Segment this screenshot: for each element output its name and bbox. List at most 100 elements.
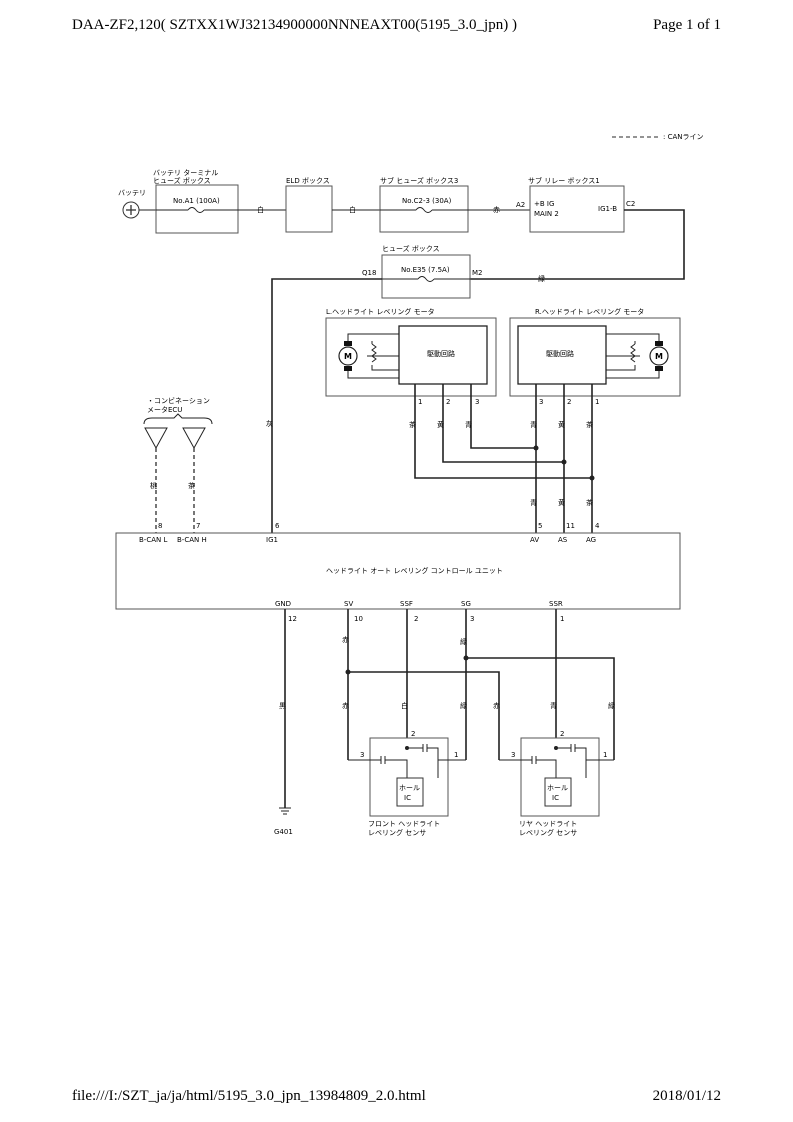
wire-color-yellow-l2: 黄 [437, 420, 444, 429]
wire-color-blue-l3: 青 [465, 420, 472, 429]
l-motor-letter: M [344, 352, 352, 361]
headlight-leveling-ecu-label: ヘッドライト オート レベリング コントロール ユニット [326, 566, 503, 575]
combination-meter-label-1: ・コンビネーション [147, 396, 210, 405]
front-sensor-circuit [348, 747, 466, 778]
combination-meter-label-2: メータECU [147, 405, 182, 414]
wire-color-red-sv-1: 赤 [342, 636, 349, 644]
l-motor-brush-bottom [344, 366, 352, 371]
wire-color-white-2: 白 [349, 205, 356, 214]
front-sensor-label-1: フロント ヘッドライト [368, 820, 440, 828]
fuse-a1-label: No.A1 (100A) [173, 197, 220, 205]
wire-color-blue-ssr: 青 [550, 701, 557, 710]
front-sensor-cap-1 [380, 744, 428, 764]
wire-color-blue-av: 青 [530, 498, 537, 507]
wire-sg-green-branch [466, 657, 615, 760]
ecu-pin-3: 3 [470, 615, 474, 623]
wire-color-black: 黒 [279, 702, 286, 710]
ecu-pin-4-label: 4 [595, 522, 600, 530]
wire-color-green-rear: 緑 [608, 701, 615, 710]
wire-color-red-sv-2: 赤 [342, 702, 349, 710]
page-header-number: Page 1 of 1 [653, 17, 721, 33]
r-motor-brush-top [655, 341, 663, 346]
rear-hall-label-1: ホール [547, 784, 568, 792]
battery-terminal-label-1: バッテリ ターミナル [153, 168, 218, 177]
wire-sv-red-branch [348, 671, 500, 760]
wire-color-green-sg-1: 緑 [460, 637, 467, 646]
wire-color-red-1: 赤 [493, 206, 500, 214]
ecu-terminal-sg: SG [461, 600, 471, 608]
l-motor-pin2: 2 [446, 398, 450, 406]
splice-brown [589, 475, 595, 481]
r-motor-pin2: 2 [567, 398, 571, 406]
relay-label-1: +B IG [534, 200, 554, 208]
ecu-terminal-ssr: SSR [549, 600, 563, 608]
sub-relay-box-1-label: サブ リレー ボックス1 [528, 176, 600, 185]
wire-color-brown-ag: 茶 [586, 498, 593, 507]
fuse-c23-symbol [380, 207, 468, 213]
l-motor-brush-top [344, 341, 352, 346]
ecu-terminal-ig1: IG1 [266, 536, 278, 544]
wire-color-brown-r1: 茶 [586, 420, 593, 429]
splice-sv [345, 669, 351, 675]
wire-color-yellow-r2: 黄 [558, 420, 565, 429]
ecu-pin-8: 8 [158, 522, 162, 530]
wire-gray-ig1 [271, 278, 382, 533]
ground-symbol [279, 807, 291, 815]
l-drive-circuit [398, 325, 488, 385]
r-leveling-motor-label: R.ヘッドライト レベリング モータ [535, 307, 644, 316]
ground-label: G401 [274, 828, 293, 836]
front-sensor-pin1: 1 [454, 751, 458, 759]
battery-terminal-fuse-box [155, 184, 239, 234]
pin-a2-label: A2 [516, 201, 525, 209]
wire-green-ig1 [470, 209, 685, 280]
wire-color-brown-canh: 茶 [188, 481, 195, 490]
sub-fuse-box-3-label: サブ ヒューズ ボックス3 [380, 176, 458, 185]
l-motor-pin3: 3 [475, 398, 479, 406]
wire-l-motor-pin1-brown [414, 396, 592, 479]
front-sensor-label-2: レベリング センサ [368, 828, 426, 837]
rear-sensor-node [554, 746, 558, 750]
ecu-pin-10: 10 [354, 615, 363, 623]
splice-blue [533, 445, 539, 451]
ecu-pin-7: 7 [196, 522, 200, 530]
ecu-pin-1: 1 [560, 615, 564, 623]
battery-label: バッテリ [118, 189, 146, 197]
wire-l-motor-pin3-blue [470, 396, 536, 449]
wire-color-gray: 灰 [266, 419, 273, 428]
relay-label-2: MAIN 2 [534, 210, 559, 218]
rear-hall-label-2: IC [552, 794, 559, 802]
fuse-a1-symbol [156, 207, 238, 213]
r-drive-circuit [517, 325, 607, 385]
headlight-leveling-ecu [115, 532, 681, 610]
splice-sg [463, 655, 469, 661]
combination-meter-bracket [143, 413, 213, 425]
page-footer-path: file:///I:/SZT_ja/ja/html/5195_3.0_jpn_1… [72, 1088, 426, 1104]
r-motor-pin1: 1 [595, 398, 599, 406]
fuse-box [381, 254, 471, 299]
ecu-pin-6: 6 [275, 522, 280, 530]
pin-c2-label: C2 [626, 200, 635, 208]
ecu-terminal-bcanh: B-CAN H [177, 536, 207, 544]
l-motor-pin1: 1 [418, 398, 422, 406]
sub-relay-box-1 [529, 185, 625, 233]
can-l-terminal [144, 427, 168, 450]
wire-color-white-1: 白 [257, 205, 264, 214]
r-motor-pin3: 3 [539, 398, 543, 406]
rear-sensor-pin3: 3 [511, 751, 515, 759]
front-sensor-pin2: 2 [411, 730, 415, 738]
wire-color-red-rear: 赤 [493, 702, 500, 710]
l-motor-symbol [338, 346, 358, 366]
pin-q18-label: Q18 [362, 269, 376, 277]
wire-l-motor-pin2-yellow [442, 396, 564, 463]
battery-terminal-label-2: ヒューズ ボックス [153, 176, 211, 185]
rear-sensor-circuit [499, 747, 614, 778]
wire-color-yellow-as: 黄 [558, 498, 565, 507]
rear-hall-ic [544, 777, 572, 807]
front-hall-label-2: IC [404, 794, 411, 802]
fuse-c23-label: No.C2-3 (30A) [402, 197, 452, 205]
eld-box-label: ELD ボックス [286, 177, 330, 185]
rear-sensor-pin2: 2 [560, 730, 564, 738]
ecu-terminal-bcanl: B-CAN L [139, 536, 167, 544]
l-drive-circuit-label: 駆動回路 [427, 349, 455, 358]
splice-yellow [561, 459, 567, 465]
